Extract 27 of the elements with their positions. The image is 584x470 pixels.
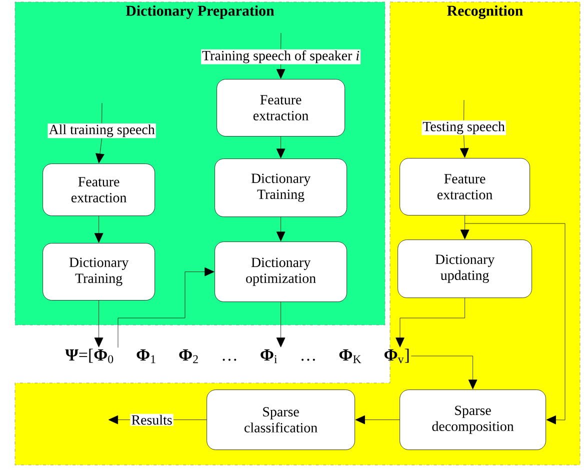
arrow: [96, 138, 104, 164]
arrow: [355, 415, 400, 424]
process-box: Sparse classification: [206, 390, 355, 450]
process-box: Dictionary updating: [398, 240, 532, 298]
arrow: [94, 216, 104, 243]
arrow: [118, 267, 214, 348]
input-label: Testing speech: [422, 120, 506, 136]
arrow: [464, 223, 566, 424]
arrow: [108, 415, 130, 424]
input-label: All training speech: [48, 123, 156, 138]
process-box: Feature extraction: [42, 164, 155, 216]
arrow: [276, 136, 286, 158]
arrow: [276, 64, 286, 79]
arrow: [276, 216, 286, 242]
process-box: Feature extraction: [216, 79, 345, 136]
arrow: [460, 215, 470, 240]
arrow: [396, 298, 465, 348]
process-box: Feature extraction: [400, 158, 530, 216]
arrow: [410, 356, 478, 390]
arrow: [460, 135, 469, 158]
process-box: Dictionary Training: [42, 243, 155, 300]
input-label: Training speech of speaker i: [201, 49, 361, 64]
arrow: [94, 300, 104, 348]
process-box: Dictionary Training: [214, 158, 347, 217]
arrow: [276, 302, 286, 348]
process-box: Dictionary optimization: [214, 242, 347, 302]
process-box: Sparse decomposition: [400, 390, 546, 450]
